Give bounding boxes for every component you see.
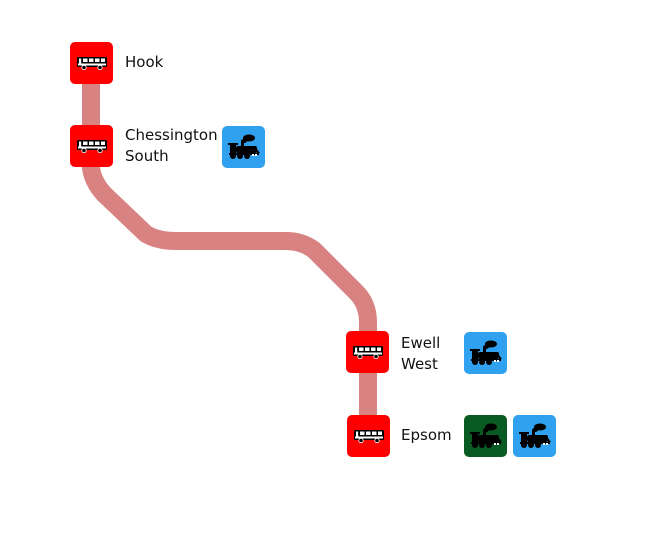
stop-epsom-bus-button[interactable] <box>347 415 390 457</box>
stop-label-epsom: Epsom <box>401 425 452 446</box>
steam-train-icon <box>469 423 502 448</box>
bus-icon <box>76 57 107 70</box>
stop-name-line-2: West <box>401 355 438 373</box>
stop-name-line-1: Chessington <box>125 126 218 144</box>
epsom-rail-interchange[interactable] <box>513 415 556 457</box>
chessington-south-rail-interchange[interactable] <box>222 126 265 168</box>
ewell-west-rail-interchange[interactable] <box>464 332 507 374</box>
steam-train-icon <box>469 340 502 365</box>
steam-train-icon <box>518 423 551 448</box>
bus-icon <box>352 346 383 359</box>
stop-label-hook: Hook <box>125 52 163 73</box>
stop-chessington-south-bus-button[interactable] <box>70 125 113 167</box>
bus-icon <box>76 140 107 153</box>
stop-name: Hook <box>125 53 164 71</box>
stop-name-line-1: Ewell <box>401 334 441 352</box>
bus-icon <box>353 430 384 443</box>
stop-label-ewell-west: Ewell West <box>401 333 440 375</box>
epsom-national-rail-interchange[interactable] <box>464 415 507 457</box>
steam-train-icon <box>227 134 260 159</box>
stop-name-line-2: South <box>125 147 169 165</box>
stop-label-chessington-south: Chessington South <box>125 125 218 167</box>
stop-name: Epsom <box>401 426 452 444</box>
stop-ewell-west-bus-button[interactable] <box>346 331 389 373</box>
route-line <box>82 62 377 436</box>
stop-hook-bus-button[interactable] <box>70 42 113 84</box>
